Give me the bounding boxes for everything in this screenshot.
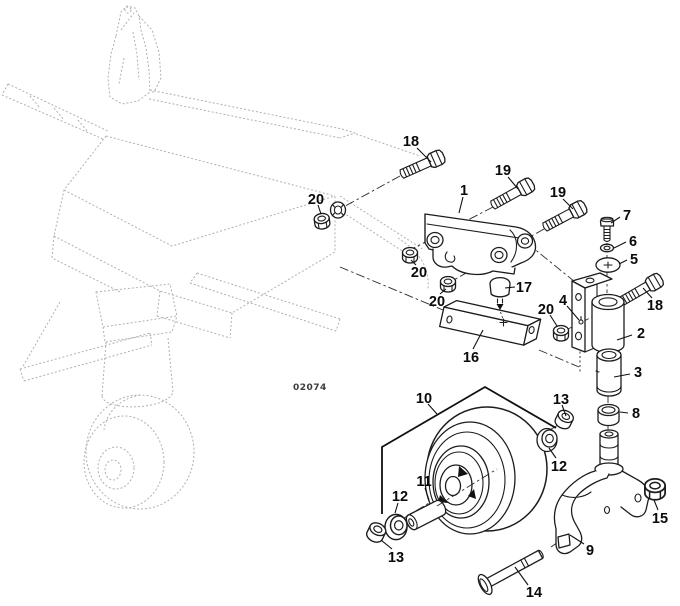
part-10-wheel-assembly	[363, 385, 577, 546]
callout-15: 15	[652, 511, 668, 527]
wheel-spoke	[458, 466, 468, 477]
callout-17: 17	[516, 280, 532, 296]
callout-13-right: 13	[553, 392, 569, 408]
part-4-fitting	[578, 315, 584, 325]
callout-13-left: 13	[388, 550, 404, 566]
part-16-spacer-bar	[439, 299, 542, 346]
part-9-caster-fork	[553, 429, 650, 555]
callout-20-deck: 20	[308, 192, 324, 208]
nut-15	[643, 477, 667, 501]
callout-20-b: 20	[429, 294, 445, 310]
callout-19-a: 19	[495, 163, 511, 179]
callout-18-a: 18	[403, 134, 419, 150]
callout-4: 4	[559, 293, 567, 309]
wheel-spoke	[468, 489, 476, 499]
callout-7: 7	[623, 208, 631, 224]
callout-20-c: 20	[538, 302, 554, 318]
nut-20-a	[401, 246, 419, 264]
callout-12-left: 12	[392, 489, 408, 505]
mower-deck-phantom	[1, 5, 429, 510]
part-3-spacer-tube	[595, 348, 622, 397]
callout-14: 14	[526, 585, 542, 601]
callout-10: 10	[416, 391, 432, 407]
washer-5	[595, 257, 621, 273]
bolt-7	[599, 216, 615, 243]
callout-12-right: 12	[551, 459, 567, 475]
nut-20-b	[439, 275, 457, 293]
phantom-caster-wheel	[83, 394, 195, 510]
housing-bushing	[426, 231, 534, 264]
bolt-14-axle	[477, 549, 544, 596]
callout-19-b: 19	[550, 185, 566, 201]
washer-deck	[329, 201, 347, 219]
callout-20-a: 20	[411, 265, 427, 281]
part-2-pivot-housing	[571, 272, 625, 354]
capnut-13-left	[363, 519, 389, 546]
callout-6: 6	[629, 234, 637, 250]
leader-lines	[317, 147, 659, 586]
part-8-bushing	[597, 403, 620, 427]
bearing-12-right	[536, 427, 558, 453]
callout-11: 11	[416, 474, 431, 490]
callout-1: 1	[460, 183, 468, 199]
nut-20-c	[552, 324, 570, 342]
callout-18-b: 18	[647, 298, 663, 314]
part-17-plug	[489, 276, 511, 327]
callout-2: 2	[637, 326, 645, 342]
callout-3: 3	[634, 365, 642, 381]
washer-6	[599, 243, 615, 253]
figure-code: 02074	[293, 383, 327, 393]
callout-labels: 18 19 19 1 7 6 5 20 20 20 17 4 20 18 2 1…	[308, 134, 668, 601]
part-1-support-housing	[424, 213, 537, 276]
callout-8: 8	[632, 406, 640, 422]
callout-9: 9	[586, 543, 594, 559]
callout-5: 5	[630, 252, 638, 268]
part-11-spacer	[405, 499, 447, 531]
bearing-12-left	[384, 513, 408, 541]
callout-16: 16	[463, 350, 479, 366]
bolt-19-b	[539, 198, 590, 235]
nut-20-deck	[312, 211, 332, 231]
